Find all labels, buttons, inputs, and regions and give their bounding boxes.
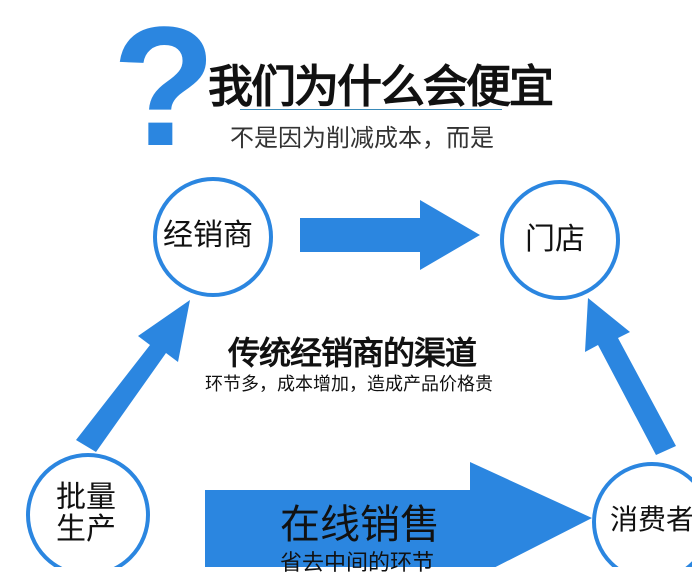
node-production-line1: 批量 [56,480,116,515]
node-production: 批量 生产 [56,482,116,545]
node-production-line2: 生产 [56,511,116,547]
node-circle-distributor [153,177,273,297]
title-divider [240,109,502,110]
node-consumer: 消费者 [610,503,692,536]
node-circle-store [500,180,620,300]
node-circle-production [26,453,150,567]
page-subtitle: 不是因为削减成本，而是 [230,124,494,152]
online-sales-description: 省去中间的环节 [280,551,435,576]
arrow-distributor-to-store [300,200,480,270]
node-circle-consumer [592,462,692,567]
page-title: 我们为什么会便宜 [208,60,554,113]
node-store: 门店 [525,222,585,257]
traditional-channel-description: 环节多，成本增加，造成产品价格贵 [205,374,493,395]
online-sales-label: 在线销售 [280,502,440,548]
arrow-consumer-to-store [585,298,676,455]
question-mark-icon: ? [112,0,216,182]
traditional-channel-title: 传统经销商的渠道 [228,334,477,372]
arrow-online-sales [205,462,592,567]
arrow-production-to-distributor [76,300,190,452]
node-distributor: 经销商 [163,218,253,253]
